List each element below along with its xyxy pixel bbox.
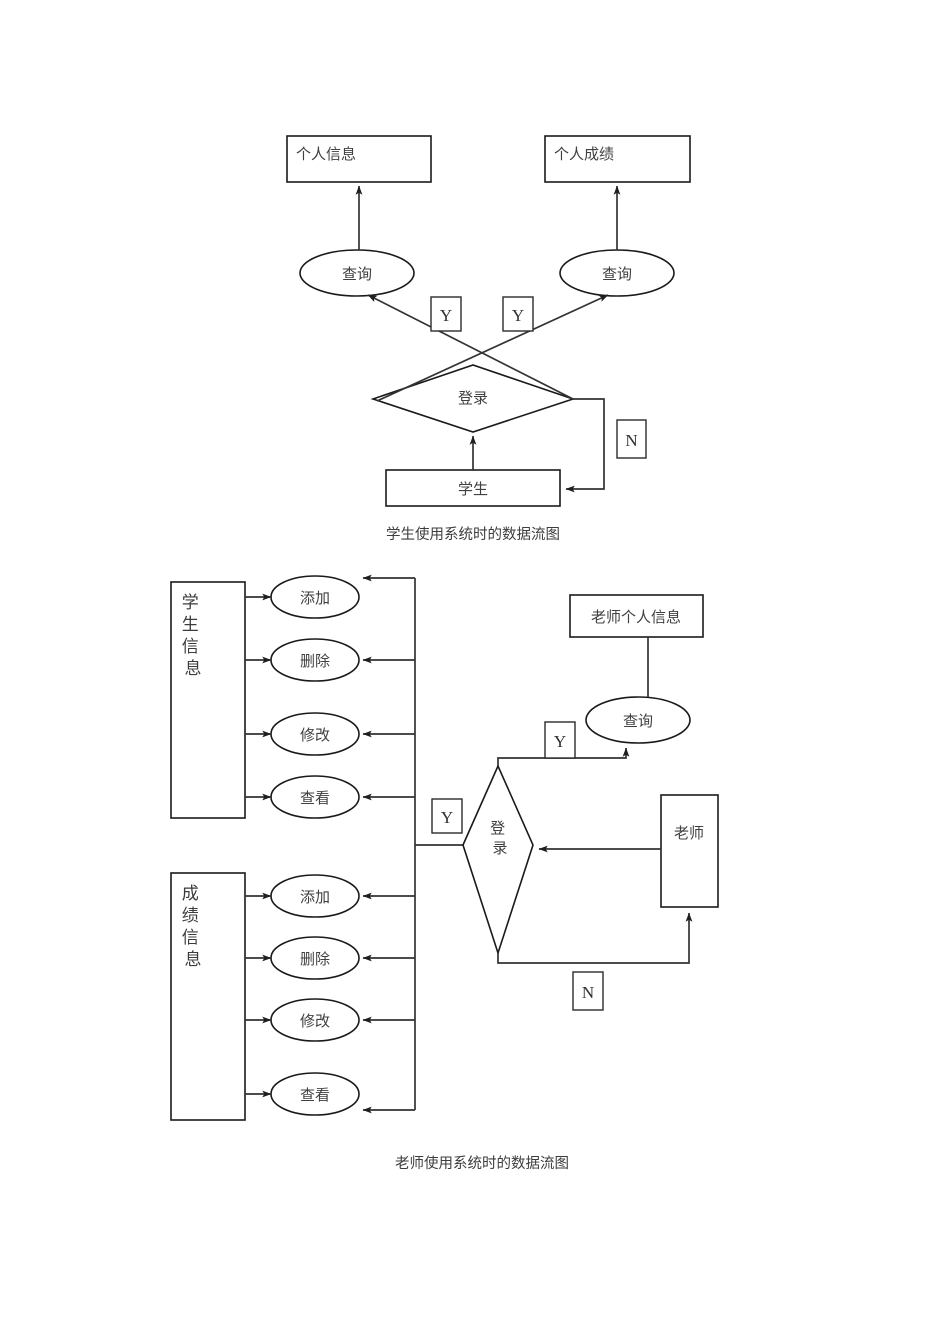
node-student-info: 学 生 信 息	[170, 581, 246, 819]
node-teacher-personal-info: 老师个人信息	[569, 594, 704, 638]
svg-text:删除: 删除	[300, 950, 330, 968]
node-student: 学生	[385, 469, 561, 507]
node-personal-info: 个人信息	[286, 135, 432, 183]
svg-text:查看: 查看	[300, 1086, 330, 1104]
node-query-right: 查询	[559, 249, 675, 297]
svg-text:删除: 删除	[300, 652, 330, 670]
diagram-teacher-dataflow: 学 生 信 息 成 绩 信 息 添加	[170, 574, 719, 1172]
edge-login-no-back-to-student	[565, 398, 605, 493]
node-teacher-personal-info-label: 老师个人信息	[591, 608, 681, 626]
diagram-student-dataflow: 个人信息 个人成绩 查询 查询 登录	[286, 135, 691, 543]
node-score-info: 成 绩 信 息	[170, 872, 246, 1121]
node-personal-info-label: 个人信息	[296, 145, 356, 163]
diagram2-caption: 老师使用系统时的数据流图	[395, 1155, 569, 1172]
node-login-teacher-label: 登 录	[490, 819, 510, 857]
node-query-left-label: 查询	[342, 265, 372, 283]
node-query-right-label: 查询	[602, 265, 632, 283]
svg-text:修改: 修改	[300, 1012, 330, 1030]
edge-label-yes-right: Y	[502, 296, 534, 332]
edge-label-no-teacher: N	[572, 971, 604, 1011]
edge-label-yes-bus: Y	[431, 798, 463, 834]
node-student-label: 学生	[458, 480, 488, 498]
node-score-op-2: 修改	[270, 998, 360, 1042]
node-student-op-2: 修改	[270, 712, 360, 756]
svg-text:添加: 添加	[300, 888, 330, 906]
node-teacher-label: 老师	[674, 824, 704, 842]
svg-text:N: N	[582, 983, 594, 1002]
node-student-op-3: 查看	[270, 775, 360, 819]
node-score-info-label: 成 绩 信 息	[182, 884, 204, 970]
svg-text:Y: Y	[512, 306, 524, 325]
node-teacher: 老师	[660, 794, 719, 908]
node-student-info-label: 学 生 信 息	[182, 593, 204, 679]
svg-text:Y: Y	[440, 306, 452, 325]
node-query-teacher: 查询	[585, 696, 691, 744]
node-query-left: 查询	[299, 249, 415, 297]
node-query-teacher-label: 查询	[623, 712, 653, 730]
edge-label-yes-query: Y	[544, 721, 576, 759]
edge-label-yes-left: Y	[430, 296, 462, 332]
edge-login-no-back-to-teacher	[497, 912, 693, 964]
node-student-op-1: 删除	[270, 638, 360, 682]
svg-text:添加: 添加	[300, 589, 330, 607]
node-score-op-1: 删除	[270, 936, 360, 980]
node-login-student: 登录	[370, 364, 576, 433]
svg-text:修改: 修改	[300, 726, 330, 744]
diagram1-caption: 学生使用系统时的数据流图	[386, 526, 560, 543]
edge-login-to-queryright	[376, 294, 609, 402]
node-score-op-3: 查看	[270, 1072, 360, 1116]
node-score-op-0: 添加	[270, 874, 360, 918]
node-personal-score: 个人成绩	[544, 135, 691, 183]
svg-text:查看: 查看	[300, 789, 330, 807]
svg-text:N: N	[625, 431, 637, 450]
svg-text:Y: Y	[441, 808, 453, 827]
node-login-teacher: 登 录	[462, 764, 534, 956]
node-student-op-0: 添加	[270, 575, 360, 619]
svg-text:Y: Y	[554, 732, 566, 751]
edge-login-to-queryleft	[367, 294, 574, 400]
node-personal-score-label: 个人成绩	[554, 145, 614, 163]
node-login-student-label: 登录	[458, 389, 488, 407]
edge-label-no-student: N	[616, 419, 647, 459]
